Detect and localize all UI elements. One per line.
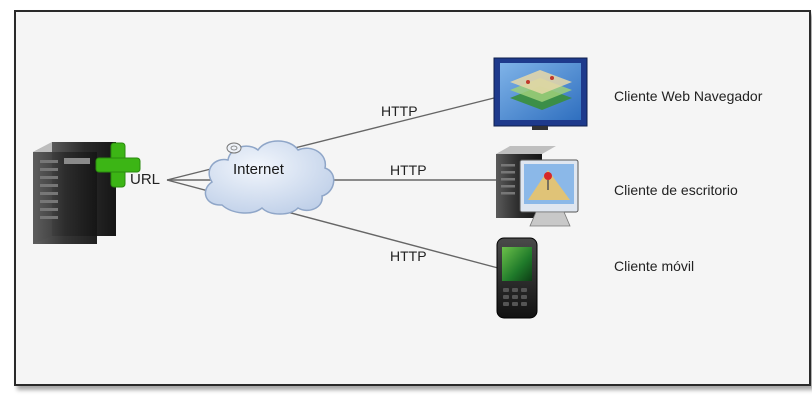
server-icon xyxy=(33,142,116,244)
monitor-map-icon xyxy=(493,57,588,130)
mobile-phone-icon xyxy=(496,237,538,319)
add-plus-icon xyxy=(95,142,141,188)
client-label-mobile: Cliente móvil xyxy=(614,258,695,274)
diagram-frame xyxy=(14,10,811,386)
http-label-web: HTTP xyxy=(381,103,418,119)
url-label: URL xyxy=(130,171,161,188)
client-label-desktop: Cliente de escritorio xyxy=(614,182,738,198)
cloud-icon xyxy=(204,140,335,215)
http-label-mobile: HTTP xyxy=(390,248,427,264)
client-label-web: Cliente Web Navegador xyxy=(614,88,763,104)
internet-label: Internet xyxy=(233,161,284,178)
http-label-desktop: HTTP xyxy=(390,162,427,178)
desktop-computer-icon xyxy=(496,146,579,227)
